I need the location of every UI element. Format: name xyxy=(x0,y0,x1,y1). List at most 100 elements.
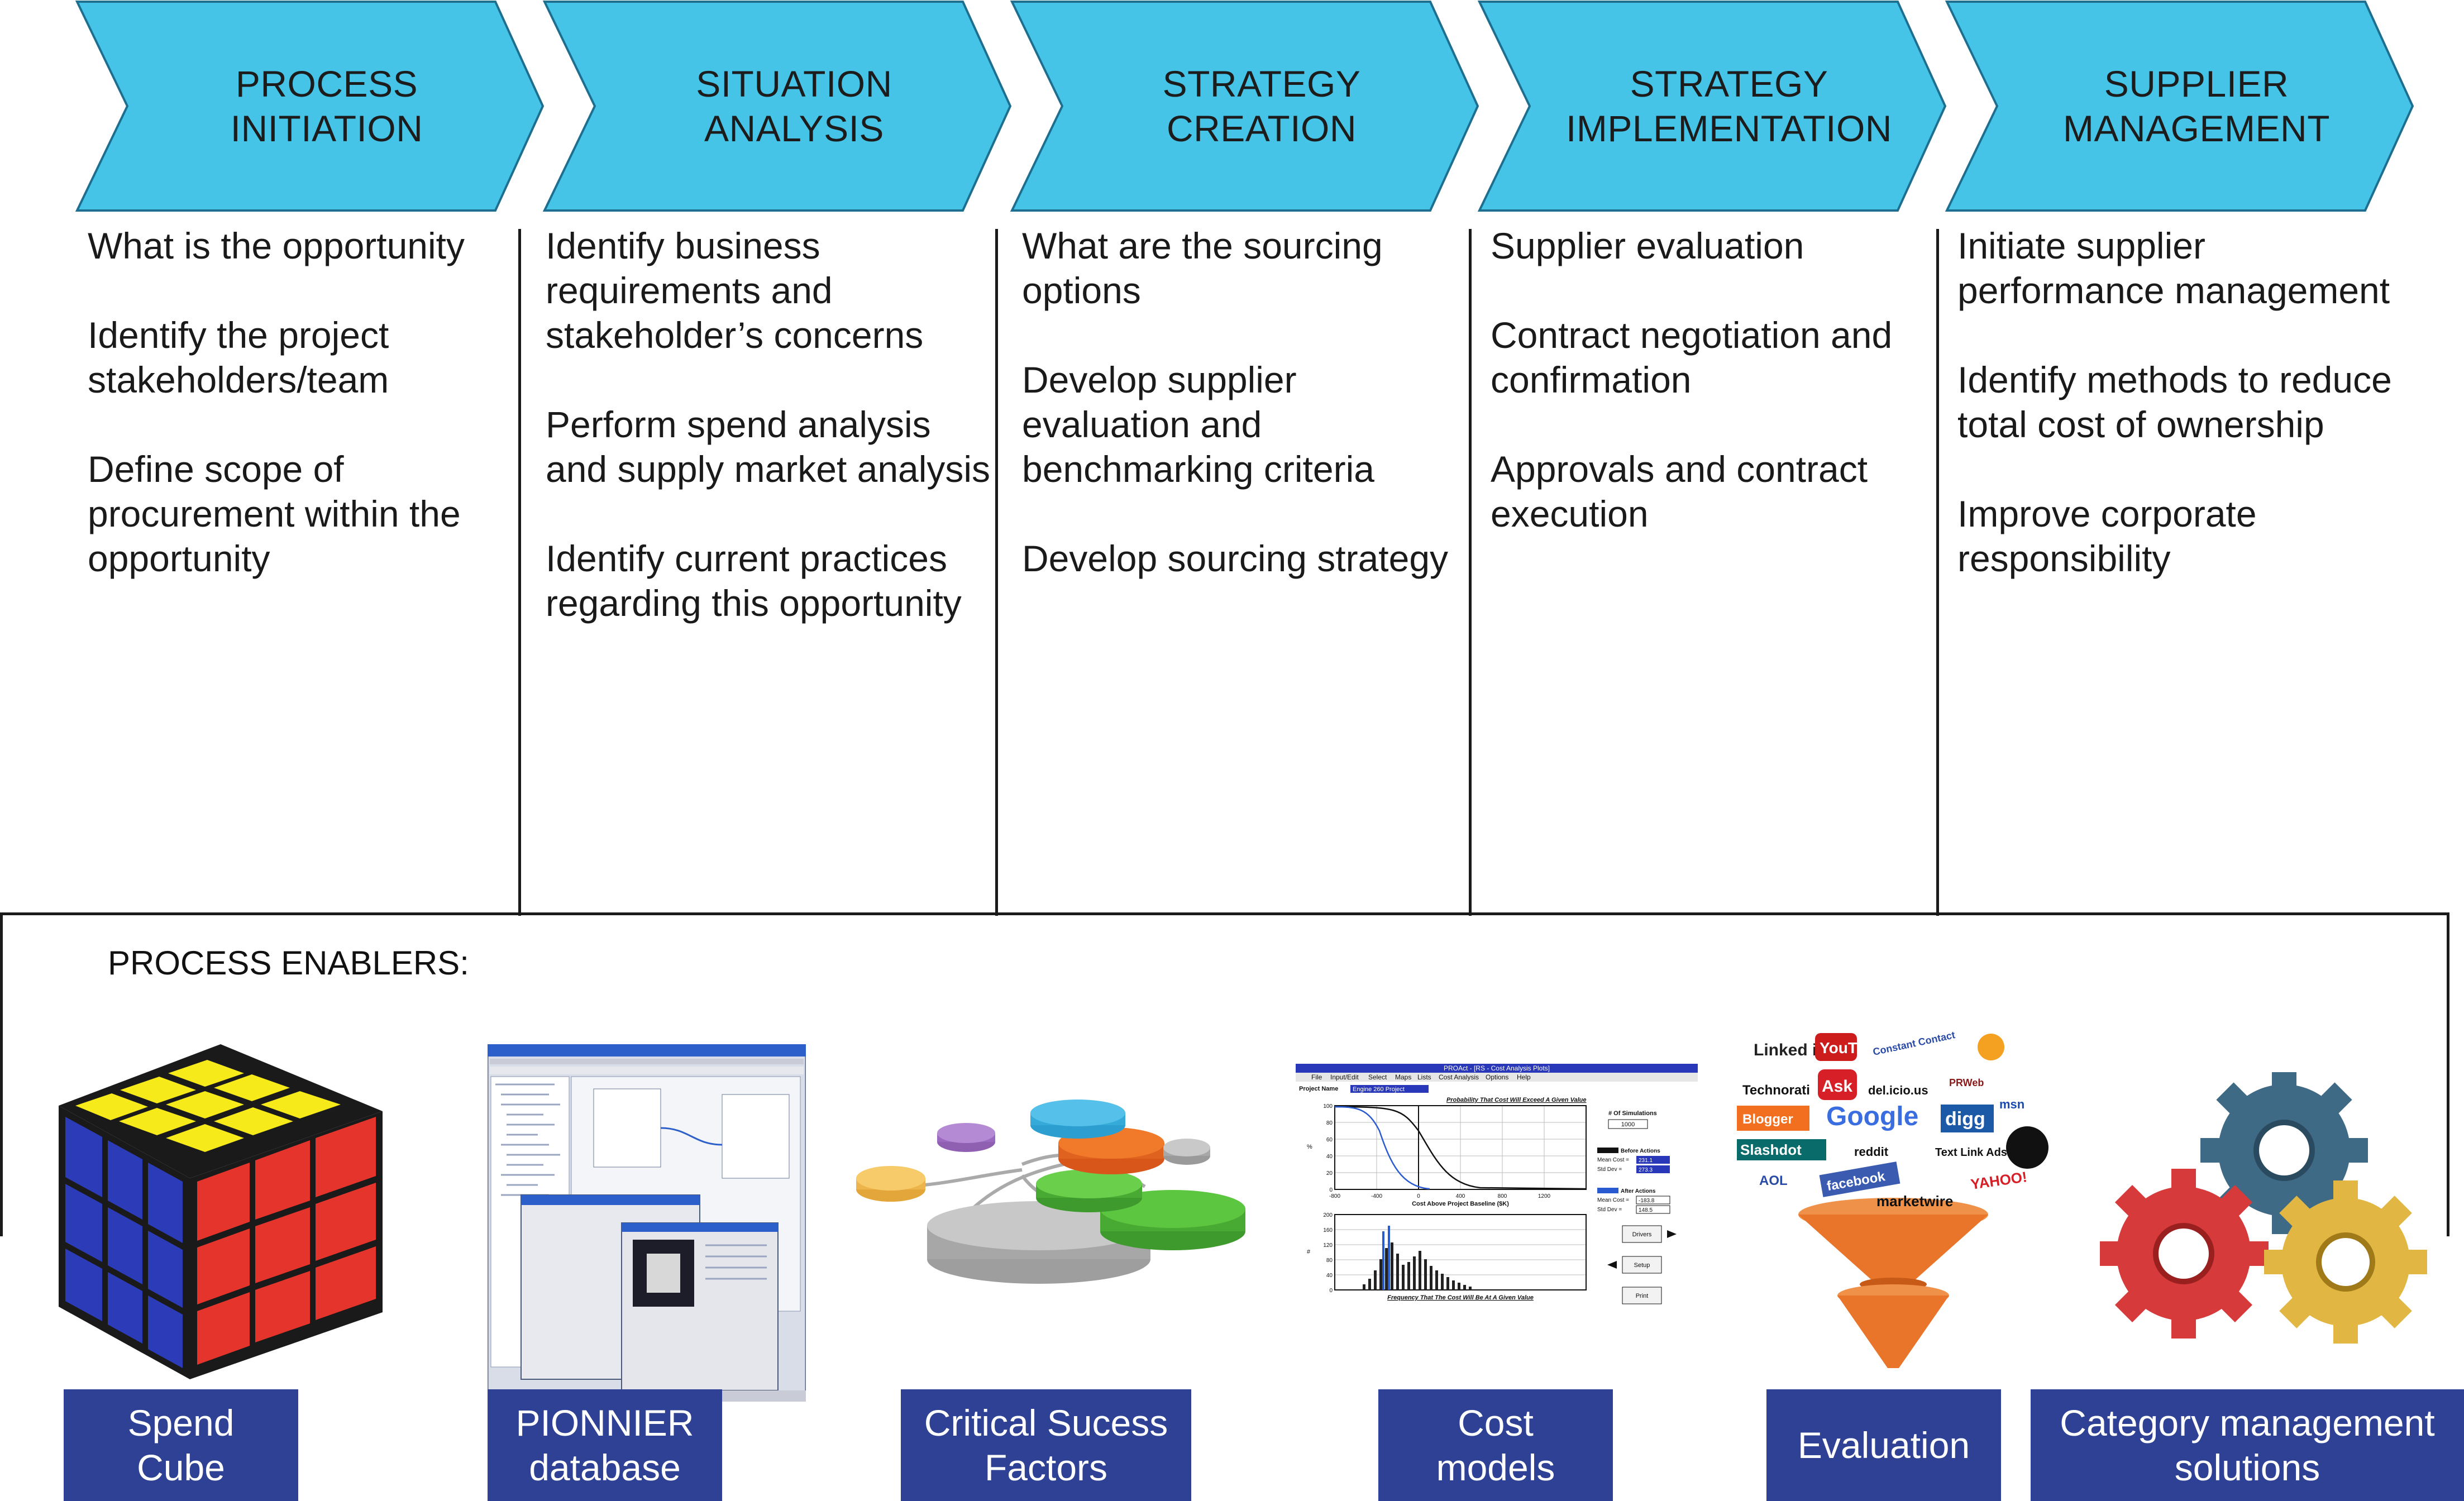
stage-title: PROCESS INITIATION xyxy=(230,63,423,149)
y-tick-label: 80 xyxy=(1326,1120,1333,1126)
logo-text-link-ads: Text Link Ads xyxy=(1935,1146,2007,1159)
stage-details-strategy-creation: What are the sourcing options Develop su… xyxy=(1022,223,1469,625)
y-tick-label: 60 xyxy=(1326,1137,1333,1143)
stage-details-situation-analysis: Identify business requirements and stake… xyxy=(546,223,992,670)
menu-item[interactable]: Options xyxy=(1486,1073,1508,1081)
after-actions-label: After Actions xyxy=(1621,1188,1656,1194)
stage-title: SITUATION ANALYSIS xyxy=(696,63,892,149)
window-title: PROAct - [RS - Cost Analysis Plots] xyxy=(1444,1064,1550,1072)
stage-item: Identify methods to reduce total cost of… xyxy=(1957,359,2392,445)
column-divider xyxy=(1936,229,1939,916)
column-divider xyxy=(1469,229,1472,916)
y-tick-label: 0 xyxy=(1329,1187,1333,1193)
gears-icon xyxy=(2100,1072,2435,1351)
simulations-value: 1000 xyxy=(1621,1121,1635,1128)
rubiks-cube-icon xyxy=(53,1044,388,1390)
stage-item: Initiate supplier performance management xyxy=(1957,225,2390,311)
stage-item: What is the opportunity xyxy=(88,225,465,266)
logo-slashdot: Slashdot xyxy=(1740,1141,1802,1158)
x-tick-label: -400 xyxy=(1371,1193,1382,1199)
logo-constant-contact: Constant Contact xyxy=(1872,1029,1956,1058)
stage-details-process-initiation: What is the opportunity Identify the pro… xyxy=(88,223,512,625)
stage-item: Identify the project stakeholders/team xyxy=(88,314,389,400)
before-std-value: 273.3 xyxy=(1639,1167,1653,1173)
stage-item: Approvals and contract execution xyxy=(1491,448,1868,534)
hist-tick-label: 160 xyxy=(1323,1227,1333,1234)
stage-details-strategy-implementation: Supplier evaluation Contract negotiation… xyxy=(1491,223,1937,581)
hist-unit-label: # xyxy=(1307,1249,1311,1255)
logo-reddit: reddit xyxy=(1854,1145,1889,1159)
column-divider xyxy=(995,229,998,916)
stage-arrow-strategy-implementation: STRATEGY IMPLEMENTATION xyxy=(1478,0,1947,212)
after-mean-value: -183.8 xyxy=(1639,1198,1655,1204)
before-mean-value: 231.1 xyxy=(1639,1158,1653,1164)
stage-item: Improve corporate responsibility xyxy=(1957,493,2257,579)
x-tick-label: 400 xyxy=(1456,1193,1465,1199)
menu-item[interactable]: Lists xyxy=(1417,1073,1431,1081)
enabler-label-category-management: Category management solutions xyxy=(2031,1389,2464,1501)
drivers-button-label: Drivers xyxy=(1632,1231,1652,1238)
enabler-label-cost-models: Cost models xyxy=(1378,1389,1613,1501)
arrow-right-icon xyxy=(1667,1230,1677,1238)
print-button-label: Print xyxy=(1636,1293,1649,1299)
logo-prweb: PRWeb xyxy=(1949,1077,1984,1088)
y-tick-label: 40 xyxy=(1326,1154,1333,1160)
logo-funnel-icon: Linked in YouTube Constant Contact Techn… xyxy=(1726,1022,2061,1379)
chevron-shape xyxy=(75,0,545,212)
after-std-value: 148.5 xyxy=(1639,1207,1653,1213)
y-unit-label: % xyxy=(1307,1144,1312,1150)
stage-title: SUPPLIER MANAGEMENT xyxy=(2062,63,2331,149)
stage-item: Contract negotiation and confirmation xyxy=(1491,314,1893,400)
menu-item[interactable]: Help xyxy=(1517,1073,1531,1081)
project-label: Project Name xyxy=(1299,1086,1338,1092)
enabler-label-evaluation: Evaluation xyxy=(1766,1389,2001,1501)
logo-yahoo: YAHOO! xyxy=(1970,1168,2028,1193)
stage-arrow-supplier-management: SUPPLIER MANAGEMENT xyxy=(1945,0,2414,212)
hist-tick-label: 40 xyxy=(1326,1273,1333,1279)
project-value: Engine 260 Project xyxy=(1353,1086,1405,1093)
x-tick-label: 800 xyxy=(1498,1193,1507,1199)
menu-item[interactable]: Maps xyxy=(1395,1073,1411,1081)
x-tick-label: 1200 xyxy=(1538,1193,1551,1199)
stage-title: STRATEGY IMPLEMENTATION xyxy=(1566,63,1892,149)
stage-item: Identify business requirements and stake… xyxy=(546,225,924,356)
histogram-label: Frequency That The Cost Will Be At A Giv… xyxy=(1387,1294,1534,1301)
x-axis-label: Cost Above Project Baseline ($K) xyxy=(1412,1201,1509,1207)
column-divider xyxy=(518,229,521,916)
stage-item: Develop supplier evaluation and benchmar… xyxy=(1022,359,1374,490)
drivers-button[interactable] xyxy=(1622,1225,1662,1243)
hist-tick-label: 80 xyxy=(1326,1258,1333,1264)
stage-item: Perform spend analysis and supply market… xyxy=(546,404,991,490)
logo-google: Google xyxy=(1826,1102,1918,1131)
logo-marketwire: marketwire xyxy=(1876,1193,1953,1210)
enabler-label-critical-success-factors: Critical Sucess Factors xyxy=(901,1389,1191,1501)
stage-item: Develop sourcing strategy xyxy=(1022,538,1449,579)
stage-arrow-situation-analysis: SITUATION ANALYSIS xyxy=(543,0,1012,212)
stage-item: Define scope of procurement within the o… xyxy=(88,448,461,579)
y-tick-label: 100 xyxy=(1323,1103,1333,1110)
std-dev-label: Std Dev = xyxy=(1597,1207,1622,1213)
menu-item[interactable]: Select xyxy=(1368,1073,1387,1081)
enablers-frame-right xyxy=(2447,912,2449,1236)
chevron-shape xyxy=(1010,0,1479,212)
stage-arrow-process-initiation: PROCESS INITIATION xyxy=(75,0,545,212)
arrow-left-icon xyxy=(1607,1261,1617,1269)
x-tick-label: 0 xyxy=(1417,1193,1420,1199)
enablers-frame-left xyxy=(0,912,3,1236)
setup-button-label: Setup xyxy=(1634,1262,1650,1269)
print-button[interactable] xyxy=(1622,1287,1662,1304)
logo-technorati: Technorati xyxy=(1742,1083,1810,1098)
enablers-title: PROCESS ENABLERS: xyxy=(108,944,469,982)
menu-item[interactable]: Input/Edit xyxy=(1330,1073,1359,1081)
cost-analysis-chart-icon: PROAct - [RS - Cost Analysis Plots] File… xyxy=(1296,1064,1698,1365)
logo-delicious: del.icio.us xyxy=(1868,1083,1928,1097)
logo-blogger: Blogger xyxy=(1742,1112,1793,1127)
setup-button[interactable] xyxy=(1622,1256,1662,1274)
menu-item[interactable]: File xyxy=(1311,1073,1322,1081)
hist-tick-label: 200 xyxy=(1323,1212,1333,1218)
mean-cost-label: Mean Cost = xyxy=(1597,1157,1629,1163)
chevron-shape xyxy=(1478,0,1947,212)
menu-item[interactable]: Cost Analysis xyxy=(1439,1073,1479,1081)
database-window-icon xyxy=(488,1044,806,1402)
